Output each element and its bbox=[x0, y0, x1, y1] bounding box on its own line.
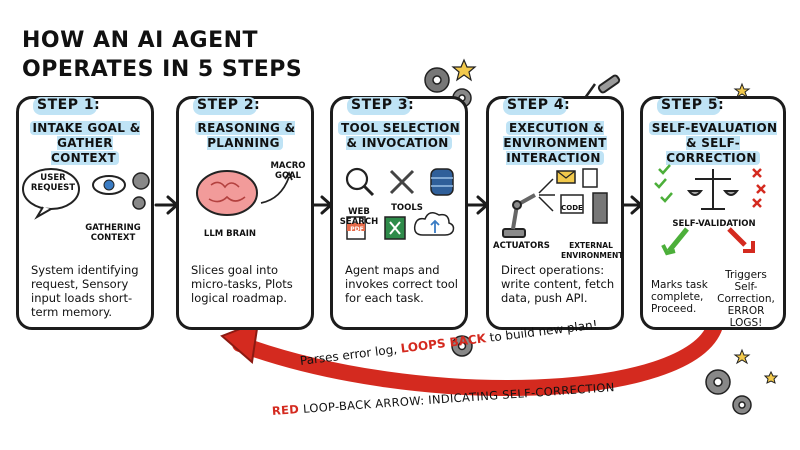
step-5-illustration bbox=[654, 164, 766, 256]
database-icon bbox=[430, 168, 454, 196]
step-3-card: STEP 3: TOOL SELECTION & INVOCATION WEB … bbox=[330, 96, 468, 330]
gear-icon-top-1 bbox=[424, 67, 450, 93]
eye-icon bbox=[92, 175, 126, 195]
step-2-heading: REASONING & PLANNING bbox=[183, 121, 307, 151]
gear-icon-bottom-1 bbox=[451, 335, 473, 357]
gear-icon bbox=[132, 172, 150, 190]
arrow-to-goal bbox=[260, 176, 290, 204]
brain-icon bbox=[196, 170, 258, 216]
star-icon-right bbox=[733, 82, 751, 99]
gear-icon-bottom-2 bbox=[705, 369, 731, 395]
tools-label: TOOLS bbox=[391, 203, 423, 213]
balance-scale-icon bbox=[686, 169, 740, 210]
step-2-illustration bbox=[196, 170, 293, 216]
code-file-icon bbox=[560, 194, 584, 214]
gathering-context-label: GATHERING CONTEXT bbox=[85, 223, 141, 243]
arrow-step3-to-step4 bbox=[464, 195, 489, 215]
document-icon bbox=[582, 168, 598, 188]
step-3-description: Agent maps and invokes correct tool for … bbox=[345, 263, 458, 305]
step-2-label: STEP 2: bbox=[197, 97, 261, 113]
user-request-label: USER REQUEST bbox=[30, 173, 76, 193]
tools-icon bbox=[389, 169, 415, 195]
self-validation-label: SELF-VALIDATION bbox=[672, 219, 756, 229]
check-mark-icons bbox=[654, 164, 673, 203]
star-icon-top bbox=[451, 58, 477, 82]
step-2-description: Slices goal into micro-tasks, Plots logi… bbox=[191, 263, 293, 305]
fail-outcome-text: Triggers Self-Correction, ERROR LOGS! bbox=[717, 269, 775, 329]
macro-goal-label: MACRO GOAL bbox=[270, 161, 306, 181]
step-5-label: STEP 5: bbox=[661, 97, 725, 113]
title-line-2: OPERATES IN 5 STEPS bbox=[22, 57, 303, 82]
robot-actuator-icon bbox=[502, 193, 536, 238]
cloud-upload-icon bbox=[413, 212, 455, 236]
step-4-heading: EXECUTION & ENVIRONMENT INTERACTION bbox=[503, 121, 607, 165]
step-1-card: STEP 1: INTAKE GOAL & GATHER CONTEXT USE… bbox=[16, 96, 154, 330]
step-4-card: STEP 4: EXECUTION & ENVIRONMENT INTERACT… bbox=[486, 96, 624, 330]
pdf-file-icon bbox=[346, 216, 366, 240]
success-outcome-text: Marks task complete, Proceed. bbox=[651, 279, 708, 315]
signal-lines bbox=[538, 178, 555, 212]
actuators-label: ACTUATORS bbox=[493, 241, 550, 251]
loop-back-arrow bbox=[232, 318, 723, 397]
llm-brain-label: LLM BRAIN bbox=[203, 229, 257, 239]
spreadsheet-icon bbox=[384, 216, 406, 240]
step-4-description: Direct operations: write content, fetch … bbox=[501, 263, 615, 305]
magnifier-icon bbox=[345, 167, 375, 197]
step-4-label: STEP 4: bbox=[507, 97, 571, 113]
step-1-heading: INTAKE GOAL & GATHER CONTEXT bbox=[23, 121, 147, 166]
code-label: CODE bbox=[561, 204, 583, 212]
arrow-step1-to-step2 bbox=[154, 195, 179, 215]
step-1-label: STEP 1: bbox=[37, 97, 101, 113]
pdf-label: PDF bbox=[350, 226, 364, 233]
web-search-label: WEB SEARCH bbox=[339, 207, 379, 227]
step-1-description: System identifying request, Sensory inpu… bbox=[31, 263, 139, 319]
step-3-heading: TOOL SELECTION & INVOCATION bbox=[337, 121, 461, 151]
cross-mark-icons bbox=[752, 168, 766, 208]
star-icon-bottom-1 bbox=[733, 348, 751, 365]
success-arrow bbox=[667, 227, 689, 253]
step-5-card: STEP 5: SELF-EVALUATION & SELF-CORRECTIO… bbox=[640, 96, 786, 330]
diagram-title: HOW AN AI AGENT OPERATES IN 5 STEPS bbox=[22, 26, 352, 84]
step-4-illustration bbox=[502, 168, 608, 238]
external-environment-label: EXTERNAL ENVIRONMENT bbox=[561, 241, 624, 260]
server-icon bbox=[592, 192, 608, 224]
step-3-label: STEP 3: bbox=[351, 97, 415, 113]
gear-icon-bottom-3 bbox=[732, 395, 752, 415]
title-line-1: HOW AN AI AGENT bbox=[22, 28, 259, 53]
step-1-illustration bbox=[22, 168, 150, 220]
step-5-heading: SELF-EVALUATION & SELF-CORRECTION bbox=[647, 121, 779, 166]
star-icon-bottom-2 bbox=[763, 370, 779, 384]
step-2-card: STEP 2: REASONING & PLANNING MACRO GOAL … bbox=[176, 96, 314, 330]
fail-arrow bbox=[727, 227, 747, 247]
gear-icon-small bbox=[132, 196, 146, 210]
step-3-illustration bbox=[345, 167, 455, 240]
